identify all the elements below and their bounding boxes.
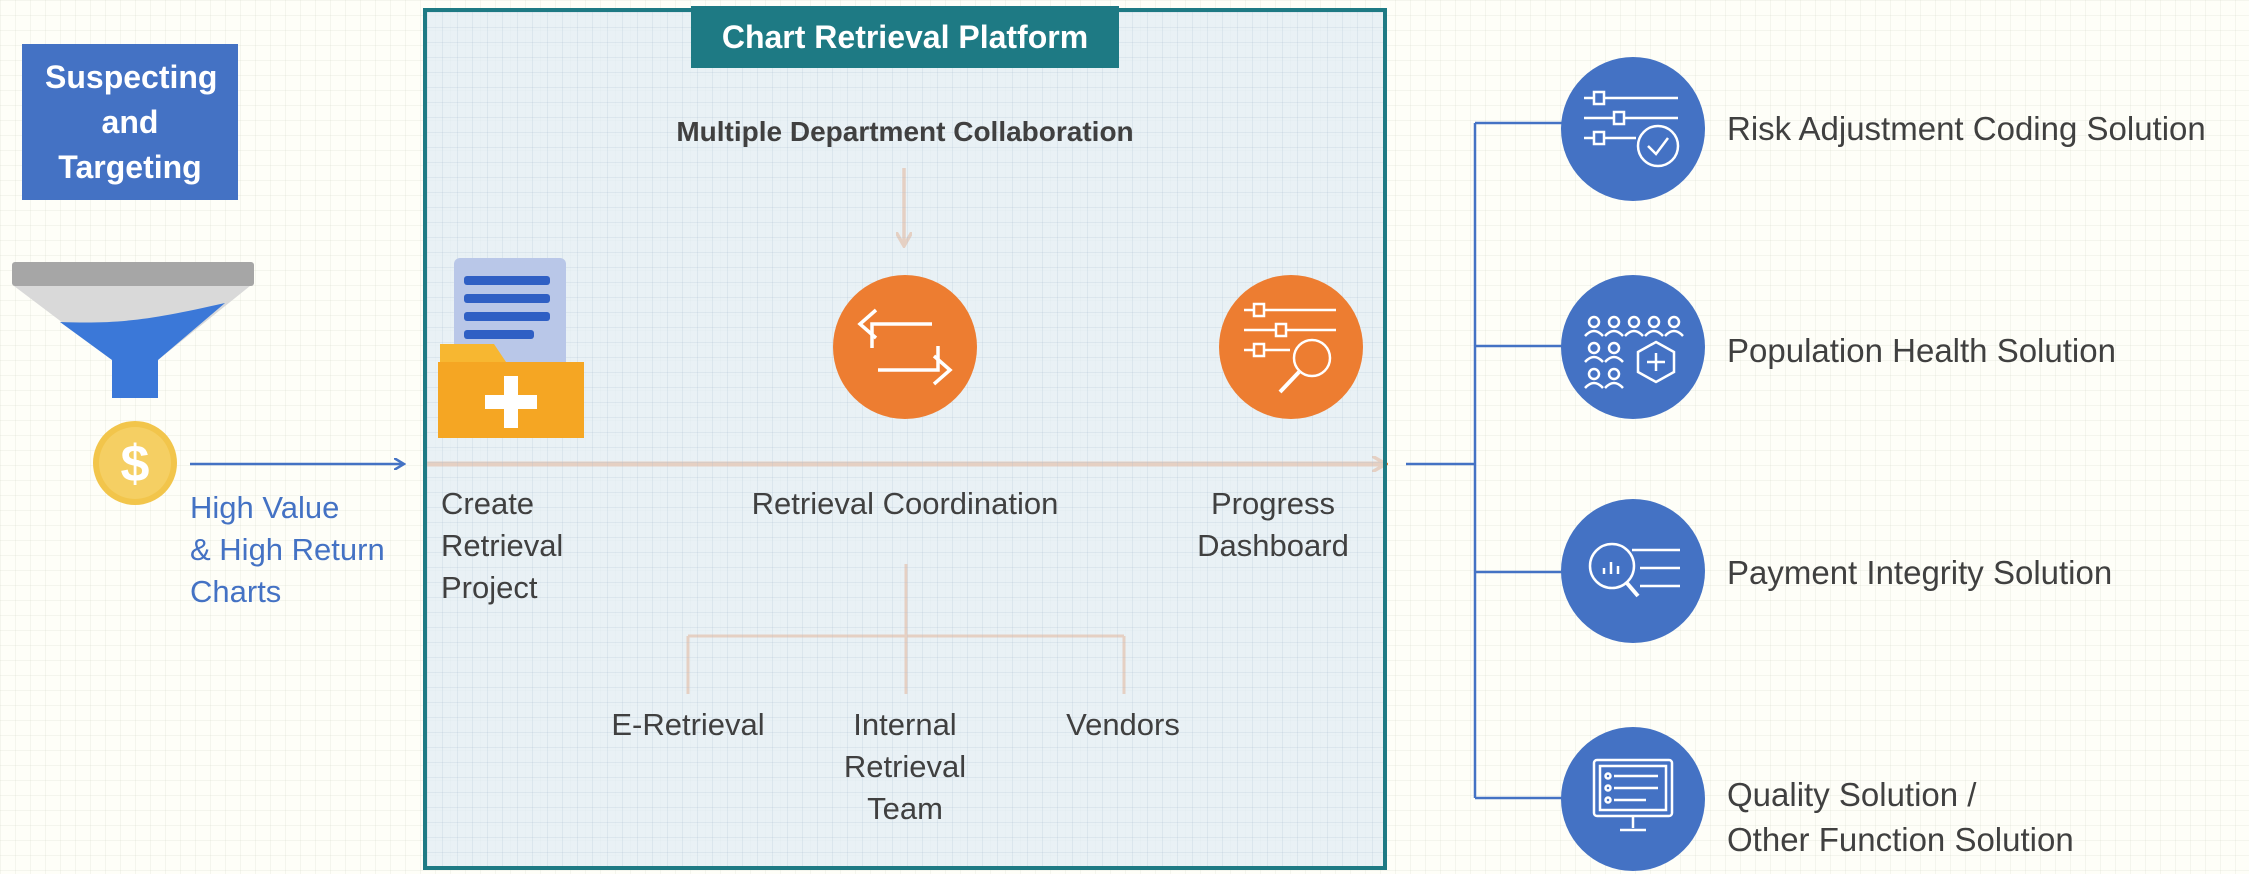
population-health-solution-label: Population Health Solution bbox=[1727, 332, 2116, 369]
risk-adjustment-solution-label: Risk Adjustment Coding Solution bbox=[1727, 110, 2206, 147]
svg-text:$: $ bbox=[121, 435, 150, 493]
people-plus-icon bbox=[1561, 275, 1705, 419]
dollar-coin-icon: $ bbox=[93, 421, 177, 505]
high-value-charts-label: High Value & High Return Charts bbox=[190, 490, 385, 609]
sliders-check-icon bbox=[1561, 57, 1705, 201]
monitor-list-icon bbox=[1561, 727, 1705, 871]
platform-title: Chart Retrieval Platform bbox=[691, 6, 1119, 68]
progress-dashboard-label: Progress Dashboard bbox=[1197, 486, 1349, 563]
retrieval-coordination-label: Retrieval Coordination bbox=[751, 486, 1059, 521]
collaboration-label: Multiple Department Collaboration bbox=[676, 116, 1134, 147]
vendors-label: Vendors bbox=[1066, 707, 1180, 742]
magnify-list-icon bbox=[1561, 499, 1705, 643]
e-retrieval-label: E-Retrieval bbox=[611, 707, 765, 742]
platform-panel bbox=[423, 8, 1387, 870]
folder-plus-icon bbox=[438, 258, 584, 438]
quality-other-solution-label: Quality Solution / Other Function Soluti… bbox=[1727, 776, 2074, 858]
internal-retrieval-team-label: Internal Retrieval Team bbox=[843, 707, 967, 826]
funnel-icon bbox=[12, 262, 254, 398]
create-retrieval-project-label: Create Retrieval Project bbox=[441, 486, 564, 605]
suspecting-targeting-box: Suspecting and Targeting bbox=[22, 44, 238, 200]
payment-integrity-solution-label: Payment Integrity Solution bbox=[1727, 554, 2113, 591]
suspecting-targeting-label: Suspecting and Targeting bbox=[45, 58, 218, 185]
sync-arrows-icon bbox=[833, 275, 977, 419]
dashboard-search-icon bbox=[1219, 275, 1363, 419]
